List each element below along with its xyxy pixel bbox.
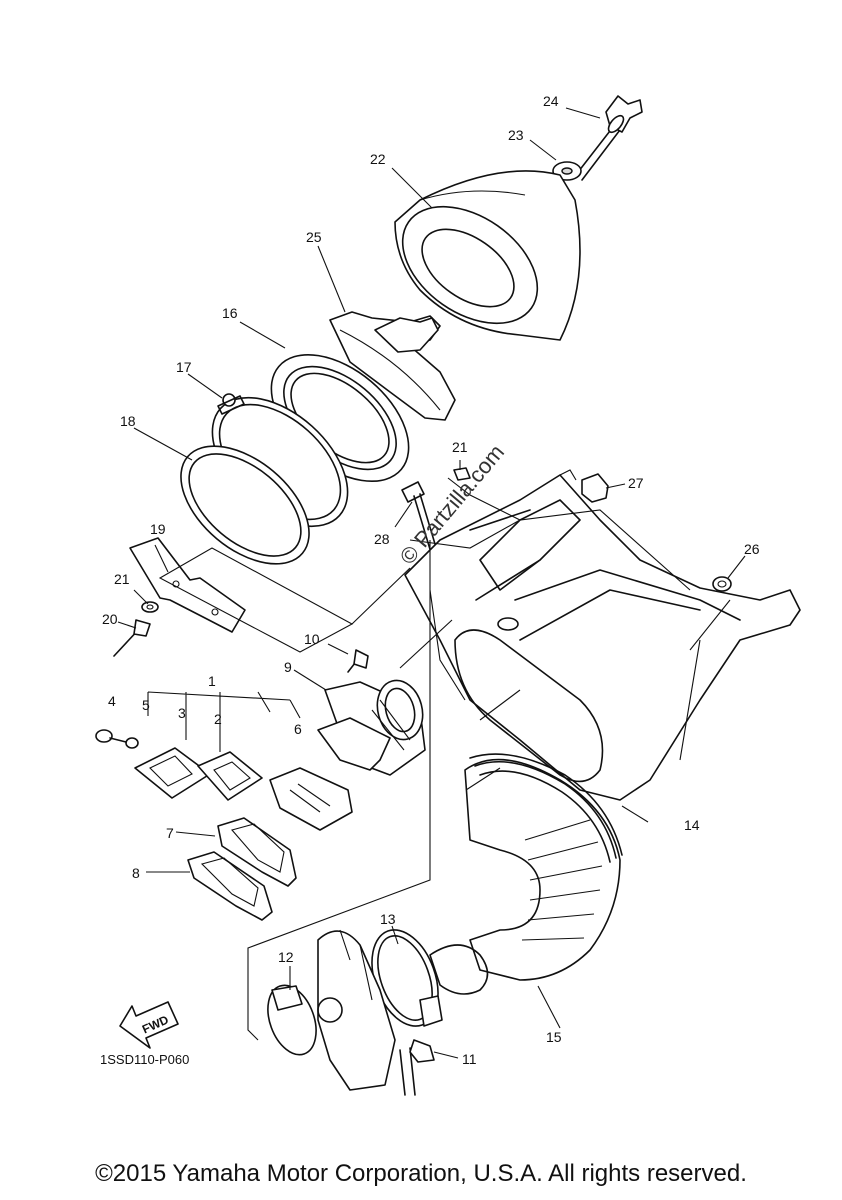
callout-28: 28 <box>374 531 390 547</box>
assembly-lines <box>158 477 731 1041</box>
callout-5: 5 <box>142 697 150 713</box>
callout-8: 8 <box>132 865 140 881</box>
part-21-washer-lower[interactable] <box>141 601 159 613</box>
callout-9: 9 <box>284 659 292 675</box>
callout-3: 3 <box>178 705 186 721</box>
part-21-washer-upper[interactable] <box>453 467 471 481</box>
part-5-spring-washer[interactable] <box>125 737 139 749</box>
callout-21-lower: 21 <box>114 571 130 587</box>
callout-16: 16 <box>222 305 238 321</box>
part-4-screw[interactable] <box>95 729 127 743</box>
callout-1: 1 <box>208 673 216 689</box>
part-11-clip[interactable] <box>409 1039 435 1063</box>
fwd-arrow-icon: FWD <box>119 1001 179 1049</box>
part-6-reed-valve-body[interactable] <box>269 717 391 831</box>
callout-17: 17 <box>176 359 192 375</box>
callout-7: 7 <box>166 825 174 841</box>
part-14-air-filter-case[interactable] <box>404 469 801 801</box>
callout-27: 27 <box>628 475 644 491</box>
callout-13: 13 <box>380 911 396 927</box>
part-18-joint[interactable] <box>159 423 330 587</box>
diagram-code: 1SSD110-P060 <box>100 1052 189 1067</box>
part-10-bolt[interactable] <box>347 649 369 673</box>
callout-11: 11 <box>462 1051 477 1067</box>
callout-4: 4 <box>108 693 116 709</box>
part-2-reed-stopper[interactable] <box>197 751 263 801</box>
callout-22: 22 <box>370 151 386 167</box>
callout-2: 2 <box>214 711 222 727</box>
callout-10: 10 <box>304 631 320 647</box>
part-27-clip[interactable] <box>581 473 609 503</box>
part-19-plate[interactable] <box>129 537 246 633</box>
callout-20: 20 <box>102 611 118 627</box>
callout-14: 14 <box>684 817 700 833</box>
callout-18: 18 <box>120 413 136 429</box>
callout-26: 26 <box>744 541 760 557</box>
part-12-clamp[interactable] <box>259 979 325 1062</box>
part-22-air-filter-element[interactable] <box>381 170 581 347</box>
callout-labels: 24 23 22 25 16 17 18 21 27 28 19 26 21 2… <box>102 93 760 1067</box>
callout-21-upper: 21 <box>452 439 468 455</box>
part-24-wing-bolt[interactable] <box>574 95 643 181</box>
part-3-reed-valve[interactable] <box>134 747 211 799</box>
callout-24: 24 <box>543 93 559 109</box>
part-8-gasket[interactable] <box>187 851 273 921</box>
callout-12: 12 <box>278 949 294 965</box>
part-20-rivet[interactable] <box>113 619 151 657</box>
callout-6: 6 <box>294 721 302 737</box>
part-13-clamp[interactable] <box>360 921 451 1035</box>
part-25-filter-guide[interactable] <box>329 311 456 421</box>
callout-23: 23 <box>508 127 524 143</box>
callout-15: 15 <box>546 1029 562 1045</box>
part-26-grommet[interactable] <box>712 576 732 592</box>
callout-19: 19 <box>150 521 166 537</box>
callout-25: 25 <box>306 229 322 245</box>
part-15-intake-duct[interactable] <box>429 753 623 995</box>
copyright-notice: ©2015 Yamaha Motor Corporation, U.S.A. A… <box>95 1160 747 1187</box>
part-7-gasket[interactable] <box>217 817 297 887</box>
leader-lines <box>117 107 746 1059</box>
carburetor-reference <box>317 929 416 1096</box>
